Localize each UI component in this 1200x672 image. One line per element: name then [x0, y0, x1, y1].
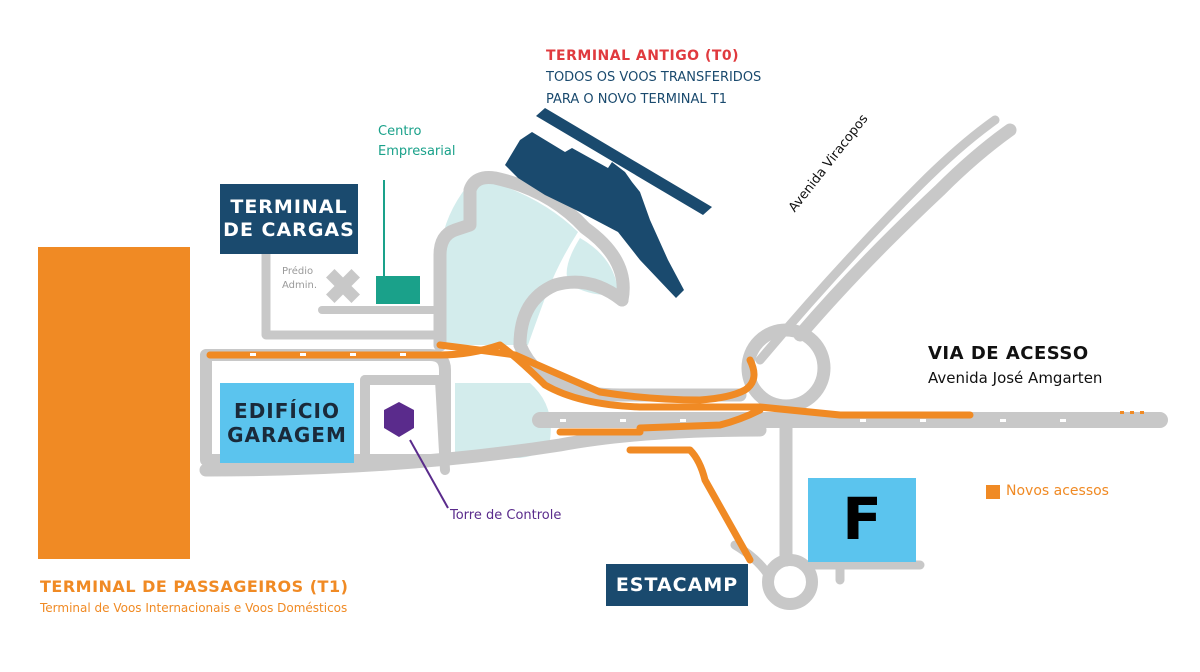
legend-swatch — [986, 485, 1000, 499]
parking-f-box: F — [808, 478, 916, 562]
parking-garage-box: EDIFÍCIO GARAGEM — [220, 383, 354, 463]
passenger-terminal-block — [38, 247, 190, 559]
admin-label-line1: Prédio — [282, 266, 314, 277]
cargo-label-line2: DE CARGAS — [223, 219, 355, 241]
garage-label-line1: EDIFÍCIO — [234, 399, 340, 423]
cargo-terminal-box: TERMINAL DE CARGAS — [220, 184, 358, 254]
torre-label: Torre de Controle — [450, 508, 562, 523]
new-access-routes — [206, 341, 974, 564]
t1-subtitle: Terminal de Voos Internacionais e Voos D… — [40, 601, 348, 615]
admin-label-line2: Admin. — [282, 280, 318, 291]
estacamp-box: ESTACAMP — [606, 564, 748, 606]
centro-label-line1: Centro — [378, 124, 422, 139]
green-zone-south — [455, 383, 551, 458]
legend-label: Novos acessos — [1006, 483, 1109, 499]
t1-title: TERMINAL DE PASSAGEIROS (T1) — [40, 577, 349, 596]
old-terminal-t0 — [505, 108, 712, 298]
avenida-jose-label: Avenida José Amgarten — [928, 369, 1103, 387]
lane-markings — [250, 353, 1144, 422]
t0-note-line1: TODOS OS VOOS TRANSFERIDOS — [546, 70, 762, 85]
control-tower-icon — [384, 402, 449, 509]
garage-label-line2: GARAGEM — [227, 423, 347, 447]
estacamp-label: ESTACAMP — [615, 573, 739, 596]
business-center-building — [376, 276, 420, 304]
parking-f-letter: F — [842, 485, 882, 554]
t0-title: TERMINAL ANTIGO (T0) — [546, 48, 740, 64]
cargo-label-line1: TERMINAL — [230, 196, 348, 219]
admin-building-icon — [326, 269, 360, 303]
via-acesso-title: VIA DE ACESSO — [928, 343, 1089, 364]
centro-label-line2: Empresarial — [378, 144, 456, 159]
t0-note-line2: PARA O NOVO TERMINAL T1 — [546, 92, 727, 107]
